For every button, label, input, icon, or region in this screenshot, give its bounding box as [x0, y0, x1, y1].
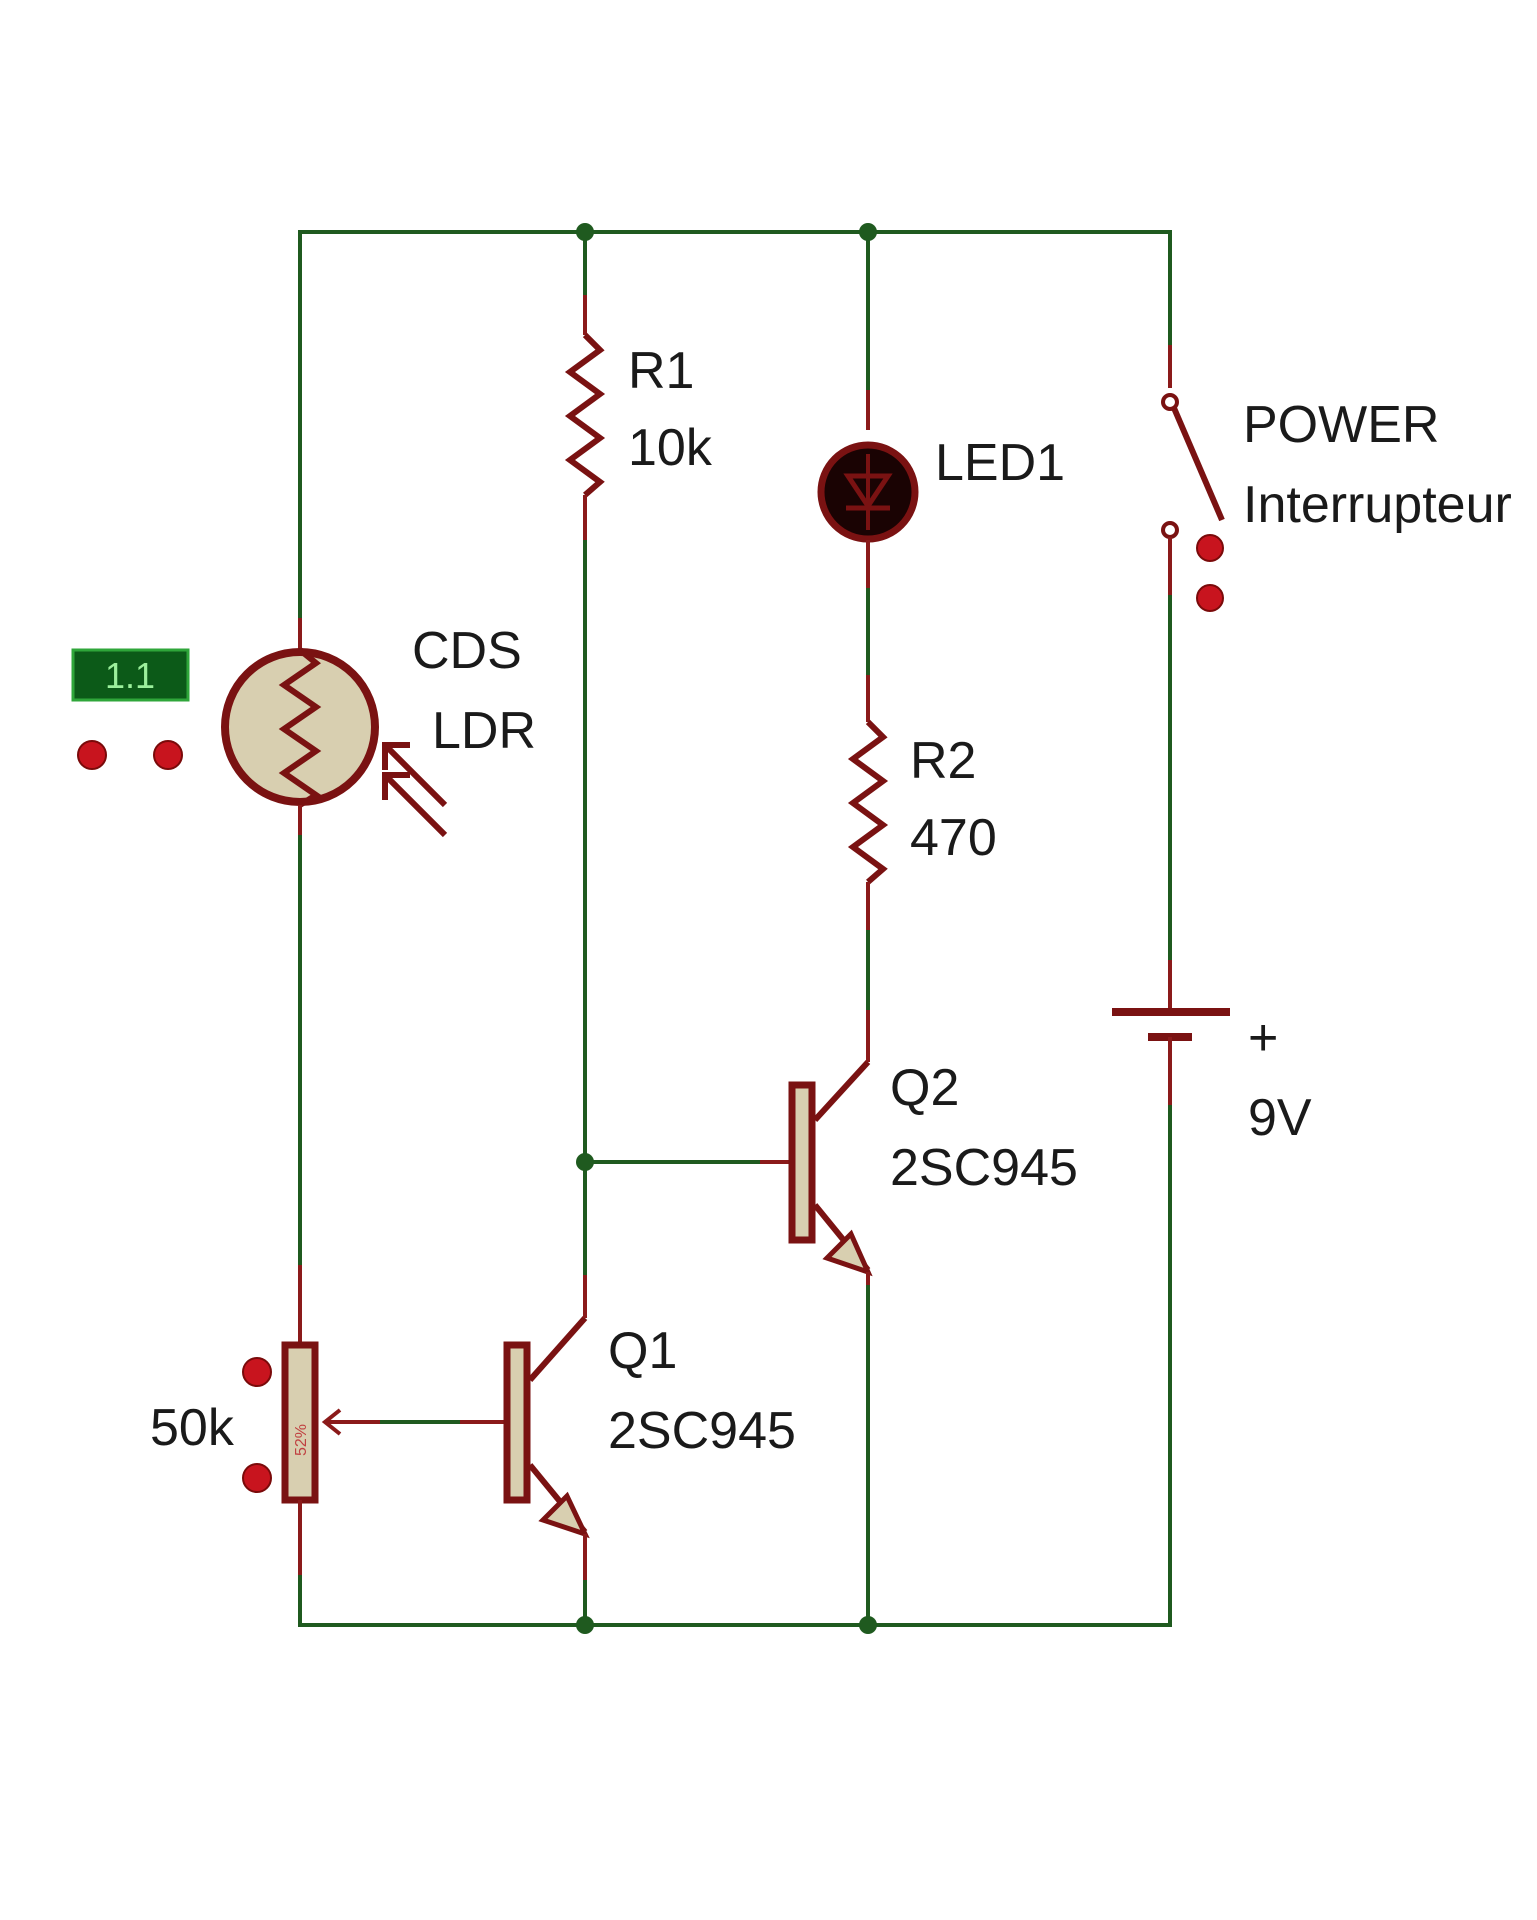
q1-value-label: 2SC945: [608, 1402, 796, 1460]
battery-polarity-label: +: [1248, 1009, 1278, 1067]
pot-probe-icon[interactable]: [242, 1357, 272, 1387]
junction-dot: [576, 1616, 594, 1634]
q2-emitter-arrow-icon: [822, 1229, 873, 1277]
pot-probe-icon[interactable]: [242, 1463, 272, 1493]
q2-value-label: 2SC945: [890, 1139, 1078, 1197]
junction-dot: [576, 223, 594, 241]
q1-base-bar: [503, 1341, 531, 1504]
potentiometer-50k[interactable]: 52% 50k: [150, 1265, 380, 1575]
battery-value-label: 9V: [1248, 1089, 1312, 1147]
q2-base-bar: [788, 1081, 816, 1244]
ldr-value-label: LDR: [432, 702, 536, 760]
junction-dot: [576, 1153, 594, 1171]
q2-ref-label: Q2: [890, 1059, 959, 1117]
wires: [298, 230, 1172, 1627]
meter-probe-icon[interactable]: [153, 740, 183, 770]
q1-collector: [527, 1316, 588, 1382]
q1-ref-label: Q1: [608, 1322, 677, 1380]
r2-value-label: 470: [910, 809, 997, 867]
switch-probe-icon[interactable]: [1196, 584, 1224, 612]
light-arrows-icon: [382, 742, 448, 838]
power-ref-label: POWER: [1243, 396, 1439, 454]
junction-dot: [859, 1616, 877, 1634]
resistor-r1[interactable]: R1 10k: [564, 295, 713, 540]
switch-probe-icon[interactable]: [1196, 534, 1224, 562]
r1-ref-label: R1: [628, 342, 694, 400]
pot-value-label: 50k: [150, 1399, 235, 1457]
switch-contact: [1161, 393, 1179, 411]
q1-emitter-arrow-icon: [538, 1491, 590, 1539]
junction-dot: [859, 223, 877, 241]
power-switch[interactable]: POWER Interrupteur: [1161, 345, 1512, 612]
junctions: [576, 223, 877, 1634]
meter-reading: 1.1: [105, 655, 155, 696]
switch-contact: [1161, 521, 1179, 539]
voltmeter-display[interactable]: 1.1: [71, 648, 190, 770]
led-led1[interactable]: LED1: [817, 390, 1065, 588]
transistor-q2[interactable]: Q2 2SC945: [760, 1010, 1078, 1285]
led1-ref-label: LED1: [935, 434, 1065, 492]
switch-lever: [1171, 406, 1225, 522]
r2-ref-label: R2: [910, 732, 976, 790]
ldr-ref-label: CDS: [412, 622, 522, 680]
meter-probe-icon[interactable]: [77, 740, 107, 770]
pot-wiper-position: 52%: [293, 1424, 310, 1456]
power-value-label: Interrupteur: [1243, 476, 1512, 534]
q2-collector: [812, 1059, 871, 1123]
battery-9v[interactable]: + 9V: [1112, 960, 1312, 1147]
r1-value-label: 10k: [628, 419, 713, 477]
pot-body: [281, 1341, 319, 1504]
pot-wiper-arrow-icon: [321, 1408, 342, 1436]
transistor-q1[interactable]: Q1 2SC945: [460, 1275, 796, 1580]
ldr-cds[interactable]: CDS LDR: [221, 618, 536, 838]
resistor-r2[interactable]: R2 470: [847, 675, 997, 930]
meter-box: [71, 648, 190, 702]
